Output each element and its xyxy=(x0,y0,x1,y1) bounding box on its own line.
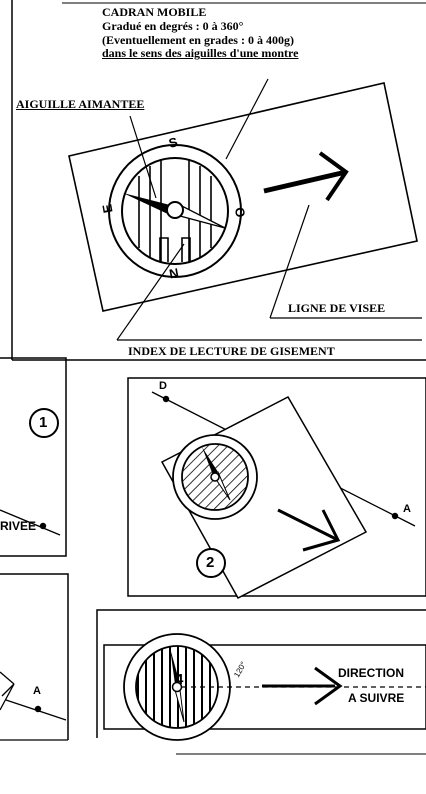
panel-2-number: 2 xyxy=(206,554,215,571)
top-compass xyxy=(108,144,242,278)
index-lecture-label: INDEX DE LECTURE DE GISEMENT xyxy=(128,344,335,358)
cadran-direction: dans le sens des aiguilles d'une montre xyxy=(102,46,299,61)
panel-2-frame xyxy=(127,377,426,599)
direction-label-line1: DIRECTION xyxy=(338,666,404,680)
panel-1-number: 1 xyxy=(39,414,48,431)
panel-4-frame xyxy=(96,609,426,755)
top-panel-frame xyxy=(11,0,426,361)
ligne-de-visee-label: LIGNE DE VISEE xyxy=(288,301,386,315)
top-compass-baseplate xyxy=(68,82,418,312)
panel-1-frame xyxy=(0,357,67,557)
panel-3-frame xyxy=(0,573,69,741)
panel-2-point-d: D xyxy=(159,380,167,392)
panel-4-number: 4 xyxy=(175,671,184,688)
top-direction-arrow xyxy=(263,151,349,202)
cadran-degrees: Gradué en degrés : 0 à 360° xyxy=(102,18,244,33)
cadran-title: CADRAN MOBILE xyxy=(102,5,207,19)
panel-2-point-a: A xyxy=(403,503,411,515)
panel-3-point-a: A xyxy=(33,685,41,697)
cadran-grades: (Eventuellement en grades : 0 à 400g) xyxy=(102,32,294,47)
top-leader-lines xyxy=(116,78,422,341)
aiguille-aimantee-label: AIGUILLE AIMANTEE xyxy=(16,97,145,111)
direction-label-line2: A SUIVRE xyxy=(348,691,405,705)
cadran-label: CADRAN MOBILE Gradué en degrés : 0 à 360… xyxy=(102,5,299,61)
panel-1-partial-label: RIVEE xyxy=(0,519,37,533)
